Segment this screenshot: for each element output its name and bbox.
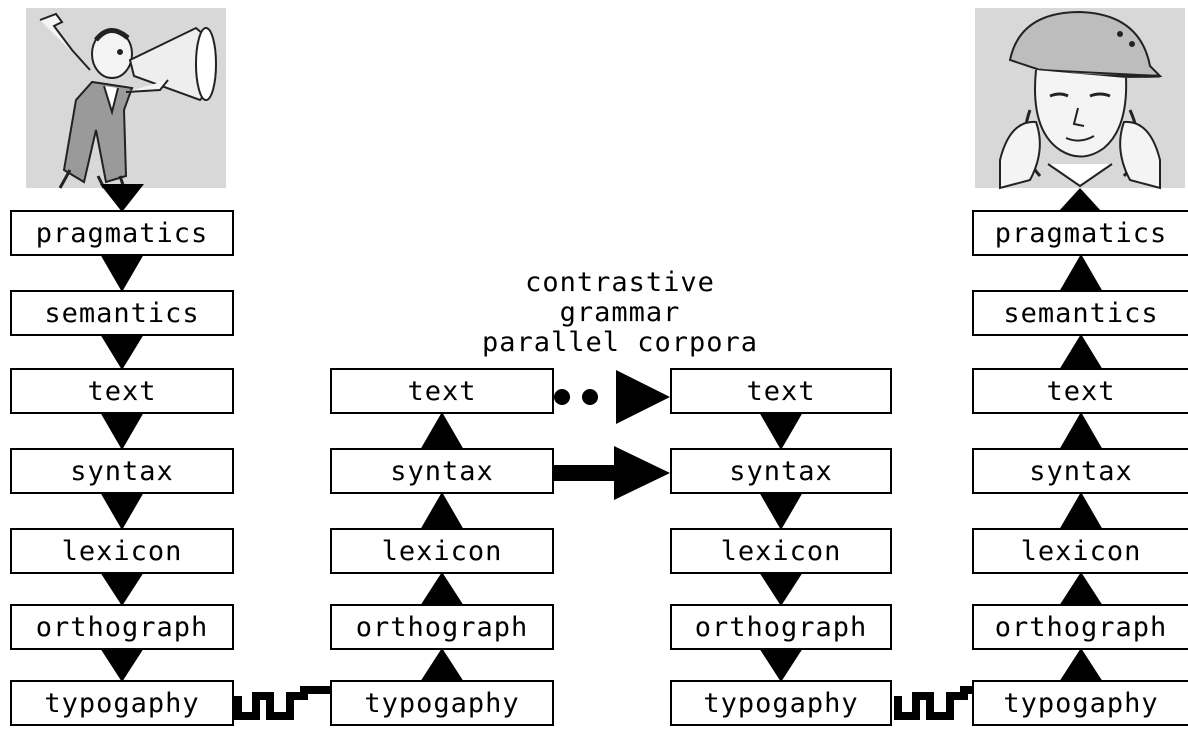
caption: contrastive grammar parallel corpora	[430, 268, 810, 358]
listener-headphones-illustration	[975, 8, 1185, 190]
speaker-orthograph-box: orthograph	[10, 604, 234, 650]
analysis-source-arrow-up-1	[420, 492, 464, 530]
speaker-to-pragmatics-arrow	[100, 184, 144, 212]
caption-line-1: contrastive	[525, 267, 715, 298]
analysis-target-arrow-down-3	[759, 648, 803, 682]
analysis-source-text-box: text	[330, 368, 554, 414]
analysis-target-lexicon-box: lexicon	[670, 528, 892, 574]
analysis-source-orthograph-box: orthograph	[330, 604, 554, 650]
listener-arrow-up-1	[1059, 334, 1103, 370]
analysis-source-lexicon-box: lexicon	[330, 528, 554, 574]
speaker-pragmatics-box: pragmatics	[10, 210, 234, 256]
target-to-listener-channel	[894, 686, 972, 720]
listener-pragmatics-box: pragmatics	[972, 210, 1188, 256]
text-transfer-dot-2	[582, 389, 598, 405]
analysis-source-typogaphy-box: typogaphy	[330, 680, 554, 726]
analysis-target-arrow-down-2	[759, 572, 803, 606]
speaker-arrow-down-4	[100, 572, 144, 606]
listener-lexicon-box: lexicon	[972, 528, 1188, 574]
speaker-arrow-down-5	[100, 648, 144, 682]
speaker-arrow-down-2	[100, 412, 144, 450]
listener-arrow-up-3	[1059, 492, 1103, 530]
listener-arrow-up-0	[1059, 254, 1103, 292]
speaker-text-box: text	[10, 368, 234, 414]
analysis-source-syntax-box: syntax	[330, 448, 554, 494]
analysis-target-arrow-down-1	[759, 492, 803, 530]
analysis-source-arrow-up-0	[420, 412, 464, 450]
syntax-transfer-arrowhead	[614, 446, 670, 500]
analysis-source-arrow-up-2	[420, 572, 464, 606]
arrows-layer	[100, 184, 1103, 720]
speaker-lexicon-box: lexicon	[10, 528, 234, 574]
speaker-megaphone-illustration	[26, 8, 226, 189]
analysis-target-orthograph-box: orthograph	[670, 604, 892, 650]
speaker-typogaphy-box: typogaphy	[10, 680, 234, 726]
caption-line-2: grammar	[559, 297, 681, 328]
analysis-target-syntax-box: syntax	[670, 448, 892, 494]
caption-line-3: parallel corpora	[481, 327, 759, 358]
speaker-arrow-down-3	[100, 492, 144, 530]
speaker-to-source-channel	[234, 686, 330, 720]
listener-text-box: text	[972, 368, 1188, 414]
speaker-arrow-down-1	[100, 334, 144, 370]
listener-arrow-up-5	[1059, 648, 1103, 682]
analysis-target-arrow-down-0	[759, 412, 803, 450]
syntax-transfer-shaft	[554, 465, 618, 481]
analysis-target-typogaphy-box: typogaphy	[670, 680, 892, 726]
listener-typogaphy-box: typogaphy	[972, 680, 1188, 726]
listener-arrow-up-4	[1059, 572, 1103, 606]
text-transfer-dot-1	[554, 389, 570, 405]
analysis-source-arrow-up-3	[420, 648, 464, 682]
speaker-arrow-down-0	[100, 254, 144, 292]
pragmatics-to-listener-arrow	[1058, 188, 1102, 212]
listener-orthograph-box: orthograph	[972, 604, 1188, 650]
speaker-semantics-box: semantics	[10, 290, 234, 336]
analysis-target-text-box: text	[670, 368, 892, 414]
listener-syntax-box: syntax	[972, 448, 1188, 494]
text-transfer-arrowhead	[616, 370, 670, 424]
listener-semantics-box: semantics	[972, 290, 1188, 336]
speaker-syntax-box: syntax	[10, 448, 234, 494]
listener-arrow-up-2	[1059, 412, 1103, 450]
